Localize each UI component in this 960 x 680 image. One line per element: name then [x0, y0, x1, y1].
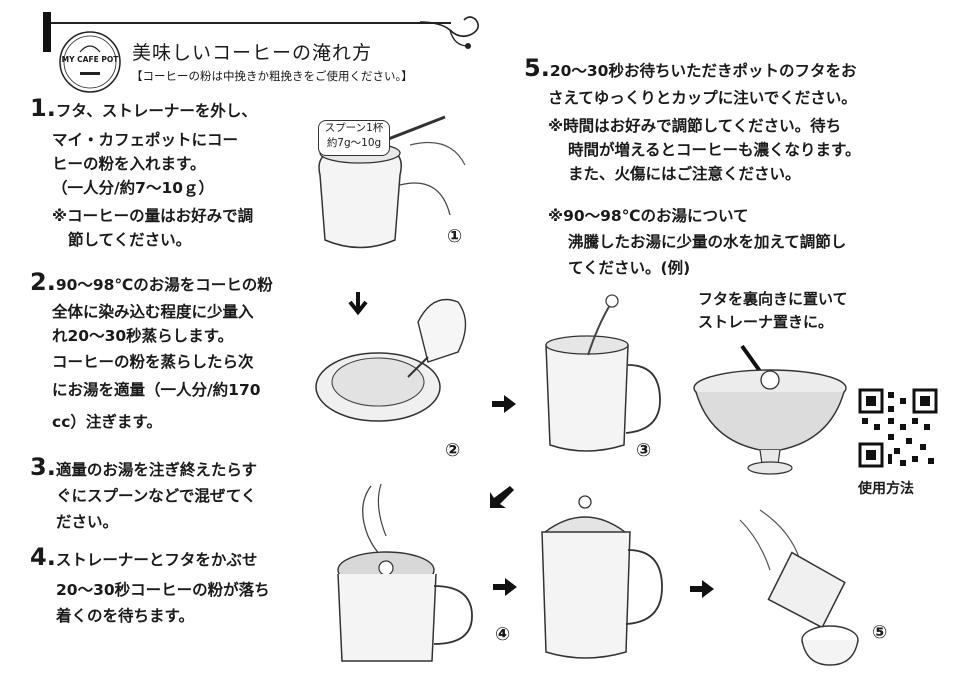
step-3-line-1: 適量のお湯を注ぎ終えたらす: [55, 461, 258, 479]
step-1-line-1: フタ、ストレーナーを外し、: [55, 102, 257, 120]
qr-code-icon: [858, 388, 938, 468]
logo-badge: MY CAFE POT: [58, 30, 122, 94]
step-2-line-2: 全体に染み込む程度に少量入: [52, 303, 254, 321]
step-5-note2-3: てください。(例): [568, 259, 691, 277]
step-5-note2-2: 沸騰したお湯に少量の水を加えて調節し: [568, 233, 847, 251]
step-5-note-2: 時間が増えるとコーヒーも濃くなります。: [568, 141, 861, 159]
step-1-number: 1.: [30, 94, 56, 122]
step-3-line-3: ださい。: [56, 513, 119, 531]
circled-number-4: ④: [495, 624, 511, 645]
illustration-step-4: [337, 483, 473, 662]
callout-text: フタを裏向きに置いて ストレーナ置きに。: [698, 288, 848, 334]
step-4-line-1: ストレーナーとフタをかぶせ: [55, 551, 258, 569]
illustration-step-5: [739, 509, 859, 666]
step-5: 5.20〜30秒お待ちいただきポットのフタをお: [524, 56, 856, 83]
header-vertical-bar: [43, 12, 51, 52]
ornament-icon: [420, 16, 480, 49]
callout-line-2: ストレーナ置きに。: [698, 313, 834, 331]
step-1-note-2: 節してください。: [68, 231, 192, 249]
spoon-label-line-1: スプーン1杯: [324, 122, 384, 134]
step-4-line-3: 着くのを待ちます。: [56, 607, 194, 625]
step-3: 3.適量のお湯を注ぎ終えたらす: [30, 455, 257, 482]
step-1-line-4: （一人分/約7〜10ｇ）: [52, 179, 215, 197]
step-1-note-1: ※コーヒーの量はお好みで調: [52, 207, 254, 225]
step-2-line-6: cc）注ぎます。: [52, 413, 162, 431]
arrow-down-left-icon: [490, 486, 514, 508]
step-1: 1.フタ、ストレーナーを外し、: [30, 96, 257, 123]
step-4-number: 4.: [30, 543, 56, 571]
arrow-right-icon: [492, 395, 516, 413]
step-4: 4.ストレーナーとフタをかぶせ: [30, 545, 257, 572]
step-2-number: 2.: [30, 268, 56, 296]
logo-text: MY CAFE POT: [61, 55, 119, 64]
step-3-line-2: ぐにスプーンなどで混ぜてく: [56, 487, 257, 505]
step-1-line-3: ヒーの粉を入れます。: [52, 155, 206, 173]
qr-label: 使用方法: [858, 481, 914, 497]
step-5-line-1: 20〜30秒お待ちいただきポットのフタをお: [549, 62, 857, 80]
circled-number-3: ③: [636, 440, 652, 461]
illustration-closed-pot: [541, 495, 663, 659]
step-2-line-3: れ20〜30秒蒸らします。: [52, 327, 234, 345]
step-2: 2.90〜98℃のお湯をコーヒの粉: [30, 270, 273, 297]
spoon-label-box: スプーン1杯 約7g〜10g: [318, 120, 390, 156]
step-5-line-2: さえてゆっくりとカップに注いでください。: [548, 89, 857, 107]
illustration-strainer-bowl: [693, 344, 847, 475]
step-4-line-2: 20〜30秒コーヒーの粉が落ち: [56, 581, 270, 599]
header-rule: [51, 22, 451, 24]
circled-number-1: ①: [447, 226, 463, 247]
step-2-line-5: にお湯を適量（一人分/約170: [52, 381, 261, 399]
step-1-line-2: マイ・カフェポットにコー: [52, 131, 239, 149]
illustration-step-3: [545, 294, 661, 452]
circled-number-5: ⑤: [872, 622, 888, 643]
illustration-step-1: [318, 115, 466, 249]
callout-line-1: フタを裏向きに置いて: [698, 290, 848, 308]
step-5-note-1: ※時間はお好みで調節してください。待ち: [548, 117, 842, 135]
step-5-note-3: また、火傷にはご注意ください。: [568, 165, 801, 183]
step-2-line-4: コーヒーの粉を蒸らしたら次: [52, 353, 254, 371]
arrow-right-icon-3: [690, 580, 714, 598]
illustration-step-2: [315, 292, 467, 422]
spoon-label-line-2: 約7g〜10g: [326, 137, 382, 149]
step-5-note2-1: ※90〜98℃のお湯について: [548, 207, 749, 225]
page-title: 美味しいコーヒーの淹れ方: [132, 42, 373, 64]
step-2-line-1: 90〜98℃のお湯をコーヒの粉: [55, 276, 273, 294]
step-5-number: 5.: [524, 54, 550, 82]
circled-number-2: ②: [445, 440, 461, 461]
step-3-number: 3.: [30, 453, 56, 481]
arrow-right-icon-2: [493, 578, 517, 596]
page-subtitle: 【コーヒーの粉は中挽きか粗挽きをご使用ください。】: [131, 69, 413, 83]
